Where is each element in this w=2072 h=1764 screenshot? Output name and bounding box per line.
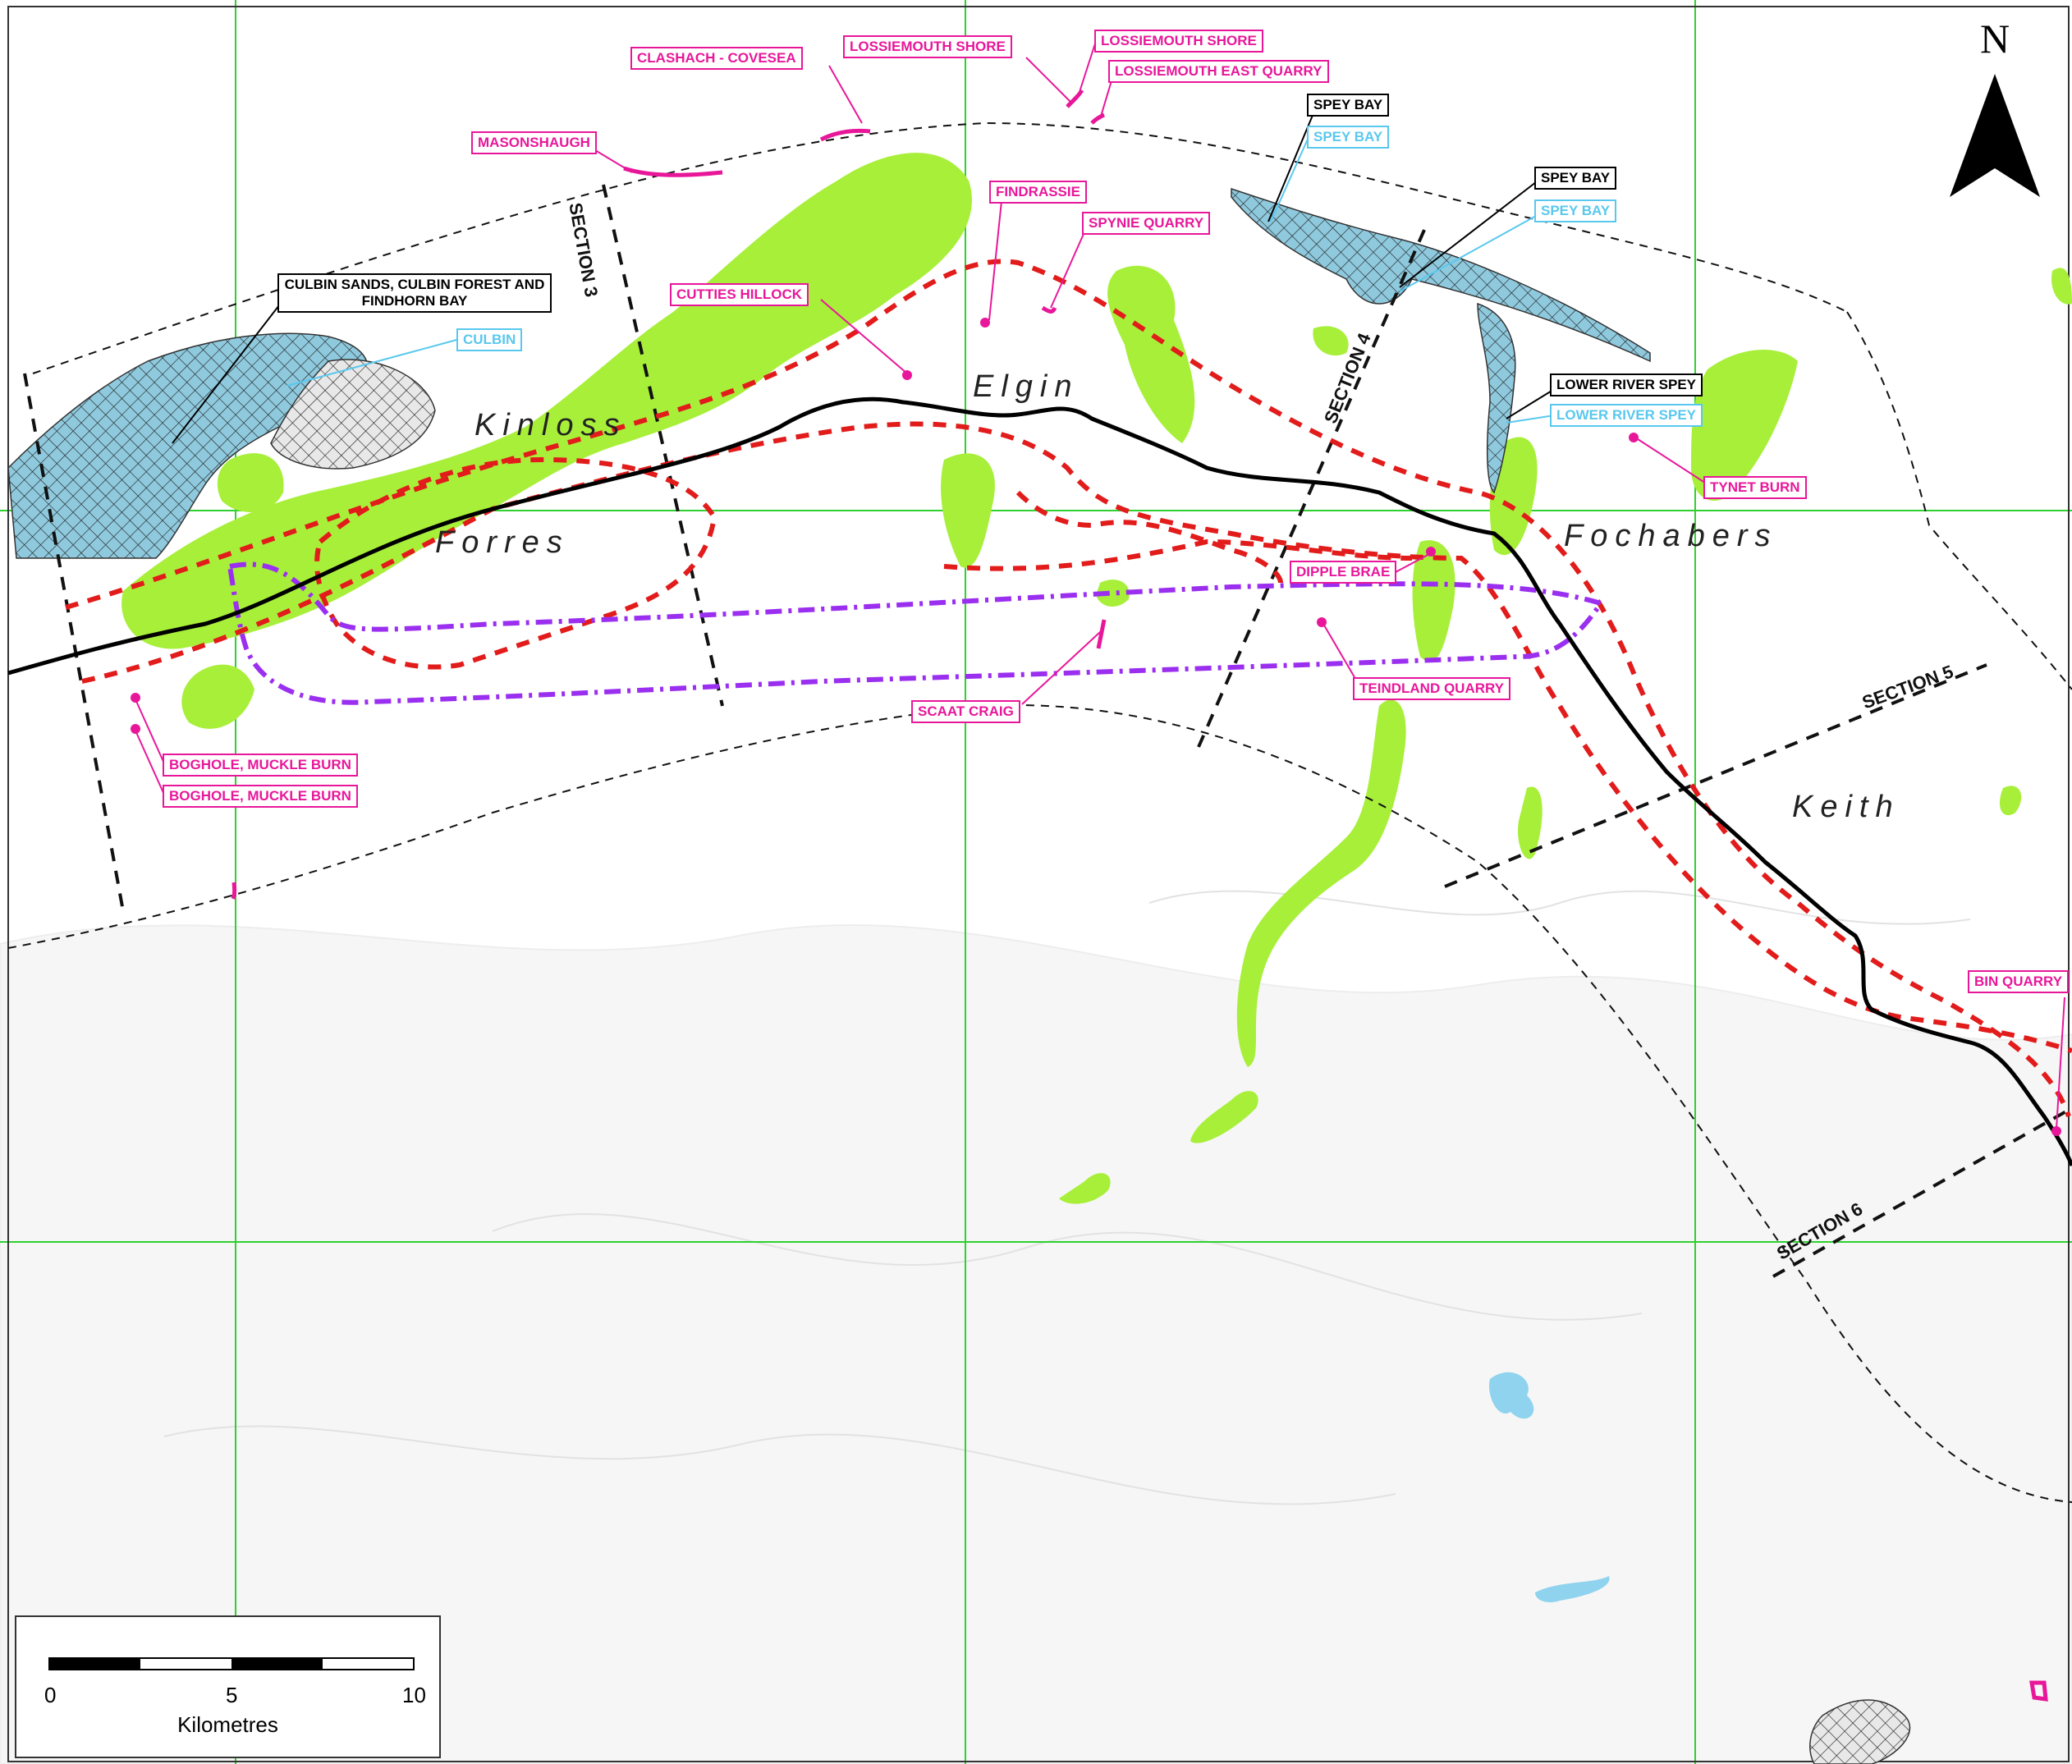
town-elgin: Elgin [973, 369, 1080, 404]
site-points [131, 318, 2061, 1136]
label-culbin-sands[interactable]: CULBIN SANDS, CULBIN FOREST AND FINDHORN… [277, 273, 552, 313]
route-line [7, 396, 2072, 1166]
label-dipple-brae[interactable]: DIPPLE BRAE [1290, 561, 1397, 584]
site-features [231, 89, 2048, 1702]
label-lossiemouth-shore-2[interactable]: LOSSIEMOUTH SHORE [1094, 30, 1263, 53]
south-east-area [1809, 1699, 1911, 1764]
scale-unit: Kilometres [177, 1712, 278, 1737]
base-relief [0, 890, 2072, 1764]
water-bodies [1489, 1372, 1610, 1602]
boghole-site [231, 882, 237, 900]
lower-river-spey-area [1477, 302, 1516, 494]
label-lower-river-spey-black[interactable]: LOWER RIVER SPEY [1550, 373, 1703, 396]
label-bin-quarry[interactable]: BIN QUARRY [1968, 970, 2070, 993]
masonshaugh-site [623, 166, 723, 177]
scale-bar: 0 5 10 Kilometres [15, 1615, 441, 1758]
clashach-site [819, 128, 871, 142]
study-boundaries [7, 121, 2072, 1503]
town-keith: Keith [1792, 790, 1900, 824]
label-spynie-quarry[interactable]: SPYNIE QUARRY [1082, 212, 1211, 235]
scale-bar-graphic [48, 1657, 415, 1670]
findhorn-bay [270, 359, 436, 470]
town-fochabers: Fochabers [1564, 519, 1778, 553]
lossiemouth-east-site [1090, 112, 1105, 125]
se-site [2029, 1680, 2048, 1702]
label-masonshaugh[interactable]: MASONSHAUGH [471, 131, 597, 154]
label-lossiemouth-east-quarry[interactable]: LOSSIEMOUTH EAST QUARRY [1108, 60, 1329, 83]
spynie-site [1041, 305, 1057, 314]
north-arrow: N [1946, 15, 2044, 204]
label-teindland-quarry[interactable]: TEINDLAND QUARRY [1353, 677, 1510, 700]
label-findrassie[interactable]: FINDRASSIE [989, 181, 1087, 204]
town-forres: Forres [435, 525, 570, 560]
label-boghole-muckle-burn-2[interactable]: BOGHOLE, MUCKLE BURN [163, 785, 358, 808]
label-scaat-craig[interactable]: SCAAT CRAIG [911, 700, 1020, 723]
leader-lines [135, 40, 2065, 1129]
label-spey-bay-blue-2[interactable]: SPEY BAY [1534, 199, 1617, 222]
label-cutties-hillock[interactable]: CUTTIES HILLOCK [670, 283, 809, 306]
label-spey-bay-black-2[interactable]: SPEY BAY [1534, 167, 1617, 190]
label-spey-bay-blue-1[interactable]: SPEY BAY [1307, 126, 1390, 149]
town-kinloss: Kinloss [474, 408, 627, 442]
vegetation-areas [121, 153, 2072, 1204]
scale-tick-10: 10 [402, 1683, 426, 1707]
label-tynet-burn[interactable]: TYNET BURN [1703, 476, 1807, 499]
spey-bay-area [1231, 187, 1651, 363]
lossiemouth-site [1066, 89, 1084, 108]
label-lossiemouth-shore-1[interactable]: LOSSIEMOUTH SHORE [843, 35, 1012, 58]
label-spey-bay-black-1[interactable]: SPEY BAY [1307, 94, 1390, 117]
label-boghole-muckle-burn-1[interactable]: BOGHOLE, MUCKLE BURN [163, 754, 358, 777]
scale-tick-0: 0 [44, 1683, 57, 1707]
label-lower-river-spey-blue[interactable]: LOWER RIVER SPEY [1550, 404, 1703, 427]
label-culbin[interactable]: CULBIN [456, 328, 523, 351]
section-lines [23, 184, 2072, 1278]
scaat-craig-site [1096, 619, 1107, 649]
north-arrow-shape [1950, 74, 2040, 197]
map-frame [7, 6, 2070, 1762]
label-clashach-covesea[interactable]: CLASHACH - COVESEA [630, 47, 803, 70]
protected-areas [7, 187, 1911, 1764]
north-arrow-letter: N [1979, 16, 2010, 62]
scale-tick-5: 5 [226, 1683, 238, 1707]
